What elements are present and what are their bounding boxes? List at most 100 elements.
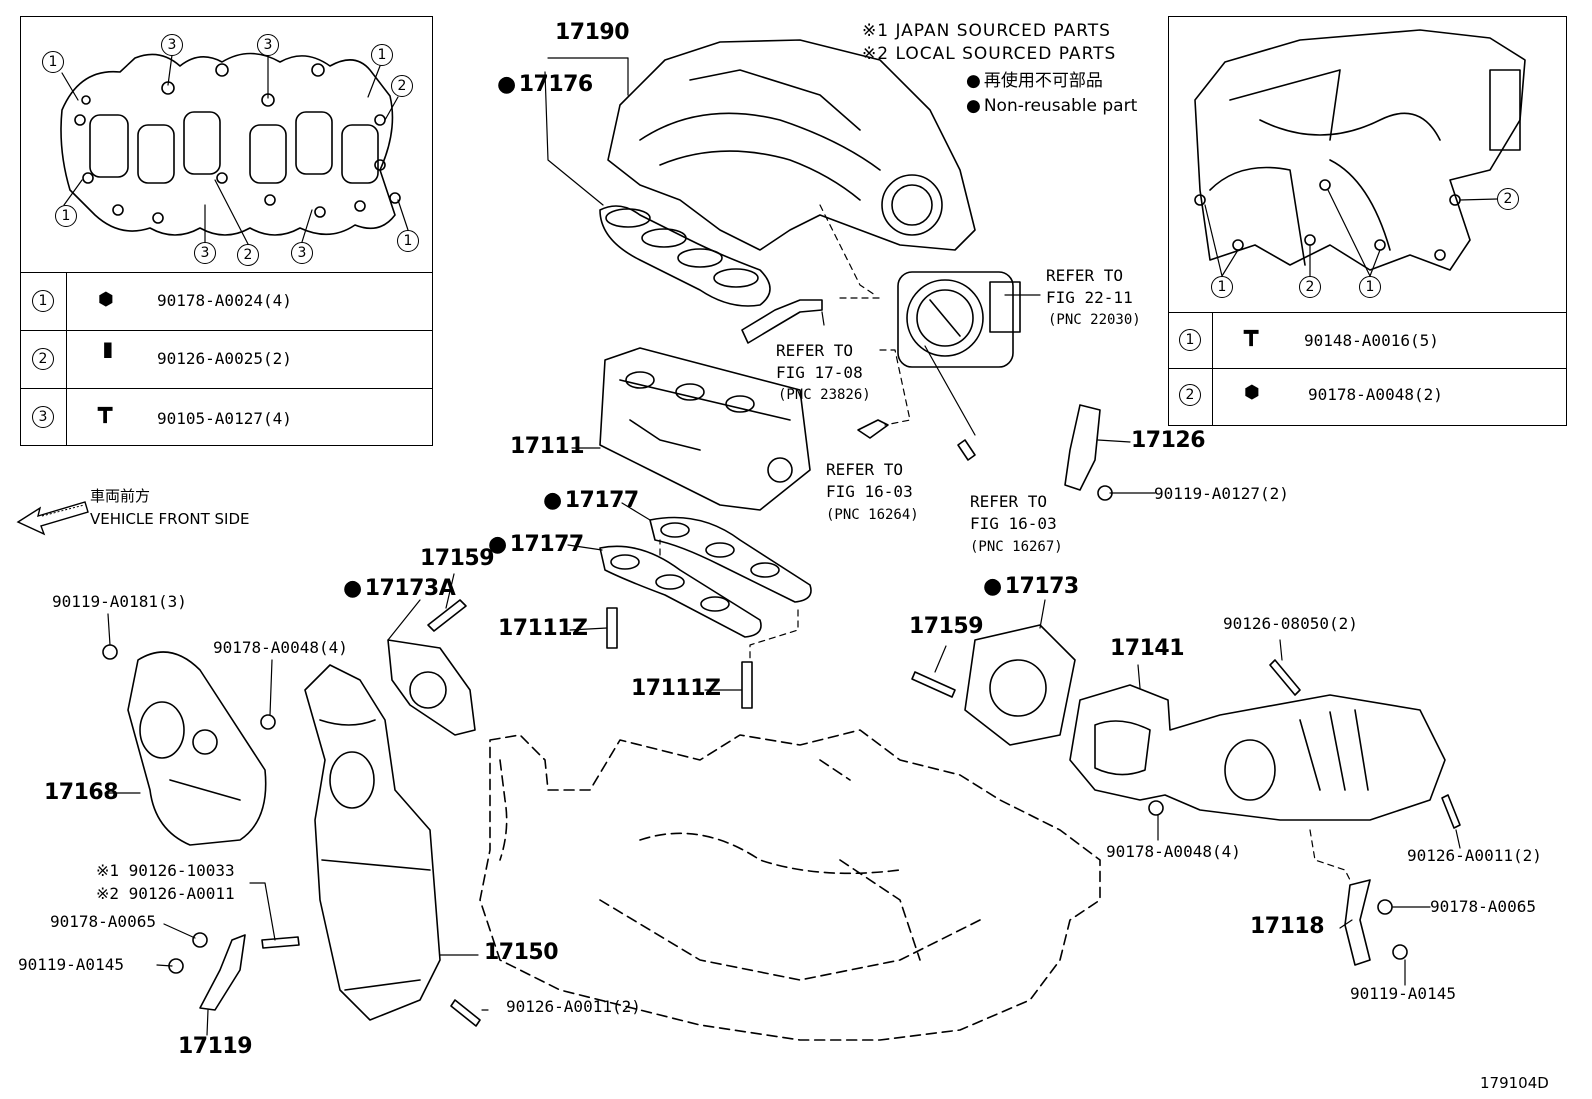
left-inset-table-row-rule <box>20 388 433 389</box>
part-callout: 17118 <box>1250 914 1325 939</box>
left-inset-box <box>20 16 433 446</box>
heat-insulator-17168-drawing <box>127 651 267 846</box>
part-callout: 17159 <box>420 546 495 571</box>
part-callout-non-reusable: 17173 <box>983 576 1080 598</box>
part-callout: 90119-A0145 <box>18 955 124 974</box>
nut-icon: ⬢ <box>1244 382 1260 403</box>
part-callout: 90126-A0011(2) <box>506 997 641 1016</box>
stud-icon: ▮ <box>100 334 116 364</box>
part-callout: 90178-A0065 <box>1430 897 1536 916</box>
inset-marker: 1 <box>397 230 419 252</box>
refer-label: REFER TO <box>1046 266 1124 285</box>
part-callout: 90178-A0065 <box>50 912 156 931</box>
figure-id: 179104D <box>1480 1074 1549 1092</box>
table-key-marker: 1 <box>32 290 54 312</box>
inset-marker: 1 <box>55 205 77 227</box>
inset-marker: 3 <box>161 34 183 56</box>
refer-label: (PNC 22030) <box>1048 312 1141 328</box>
table-key-marker: 2 <box>1179 384 1201 406</box>
local-sourced-note: ※2 LOCAL SOURCED PARTS <box>862 44 1117 64</box>
refer-label: (PNC 23826) <box>778 387 871 403</box>
part-callout: 17111 <box>510 434 585 459</box>
part-callout: 17111Z <box>498 616 588 641</box>
right-inset-table-col-rule <box>1212 312 1213 426</box>
refer-label: FIG 16-03 <box>970 514 1057 533</box>
part-callout: 17190 <box>555 20 630 45</box>
table-key-marker: 2 <box>32 348 54 370</box>
refer-label: FIG 16-03 <box>826 482 913 501</box>
inset-marker: 1 <box>1359 276 1381 298</box>
inset-marker: 1 <box>1211 276 1233 298</box>
part-callout: 17159 <box>909 614 984 639</box>
vehicle-front-en-label: VEHICLE FRONT SIDE <box>90 510 250 528</box>
refer-label: FIG 17-08 <box>776 363 863 382</box>
part-number-label: 90178-A0048(2) <box>1308 385 1443 404</box>
part-callout-non-reusable: 17177 <box>488 534 585 556</box>
left-inset-table-col-rule <box>66 272 67 446</box>
left-inset-table-top-rule <box>20 272 433 273</box>
inset-marker: 2 <box>237 244 259 266</box>
part-number-label: 90105-A0127(4) <box>157 409 292 428</box>
inset-marker: 3 <box>194 242 216 264</box>
bolt-icon: ┳ <box>1244 318 1259 346</box>
inset-marker: 1 <box>42 51 64 73</box>
inset-marker: 2 <box>1299 276 1321 298</box>
inset-marker: 2 <box>1497 188 1519 210</box>
vehicle-front-arrow-icon <box>16 501 89 536</box>
part-callout: 90126-A0011(2) <box>1407 846 1542 865</box>
part-callout: 90178-A0048(4) <box>213 638 348 657</box>
lower-intake-manifold-drawing <box>599 347 811 511</box>
part-number-label: 90178-A0024(4) <box>157 291 292 310</box>
part-number-label: 90126-A0025(2) <box>157 349 292 368</box>
bolt-icon: ┳ <box>98 395 113 423</box>
part-callout: 17119 <box>178 1034 253 1059</box>
part-callout: 90126-08050(2) <box>1223 614 1358 633</box>
part-callout-non-reusable: 17176 <box>497 74 594 96</box>
part-callout: 90119-A0145 <box>1350 984 1456 1003</box>
exhaust-manifold-17141-drawing <box>1069 684 1446 821</box>
gasket-17176-drawing <box>599 205 771 307</box>
part-callout: 90178-A0048(4) <box>1106 842 1241 861</box>
japan-sourced-note: ※1 JAPAN SOURCED PARTS <box>862 21 1111 41</box>
right-inset-box <box>1168 16 1567 426</box>
refer-label: REFER TO <box>826 460 904 479</box>
refer-label: (PNC 16264) <box>826 507 919 523</box>
part-callout: 90119-A0181(3) <box>52 592 187 611</box>
refer-label: FIG 22-11 <box>1046 288 1133 307</box>
right-inset-table-top-rule <box>1168 312 1567 313</box>
table-key-marker: 1 <box>1179 329 1201 351</box>
part-callout-non-reusable: 17173A <box>343 578 456 600</box>
part-callout: ※2 90126-A0011 <box>96 884 235 903</box>
non-reusable-en-note: Non-reusable part <box>966 98 1137 115</box>
fastener-glyphs <box>102 485 1408 974</box>
refer-label: REFER TO <box>970 492 1048 511</box>
right-inset-manifold-drawing <box>1194 29 1526 271</box>
part-callout: ※1 90126-10033 <box>96 861 235 880</box>
inset-marker: 1 <box>371 44 393 66</box>
inset-marker: 2 <box>391 75 413 97</box>
nut-icon: ⬢ <box>98 289 114 310</box>
refer-label: REFER TO <box>776 341 854 360</box>
inset-marker: 3 <box>291 242 313 264</box>
part-number-label: 90148-A0016(5) <box>1304 331 1439 350</box>
inset-marker: 3 <box>257 34 279 56</box>
part-callout: 17141 <box>1110 636 1185 661</box>
right-inset-table-row-rule <box>1168 368 1567 369</box>
part-callout: 90119-A0127(2) <box>1154 484 1289 503</box>
vehicle-front-jp-label: 車両前方 <box>90 487 151 505</box>
part-callout: 17168 <box>44 780 119 805</box>
exhaust-manifold-17150-drawing <box>304 664 441 1021</box>
part-callout: 17111Z <box>631 676 721 701</box>
table-key-marker: 3 <box>32 406 54 428</box>
gasket-17177-drawing <box>599 516 812 638</box>
part-callout: 17150 <box>484 940 559 965</box>
engine-outline-drawing <box>479 729 1101 1041</box>
left-inset-table-row-rule <box>20 330 433 331</box>
upper-intake-manifold-drawing <box>607 39 976 251</box>
throttle-body-drawing <box>897 271 1021 368</box>
part-callout-non-reusable: 17177 <box>543 490 640 512</box>
refer-label: (PNC 16267) <box>970 539 1063 555</box>
non-reusable-jp-note: 再使用不可部品 <box>966 73 1103 90</box>
part-callout: 17126 <box>1131 428 1206 453</box>
